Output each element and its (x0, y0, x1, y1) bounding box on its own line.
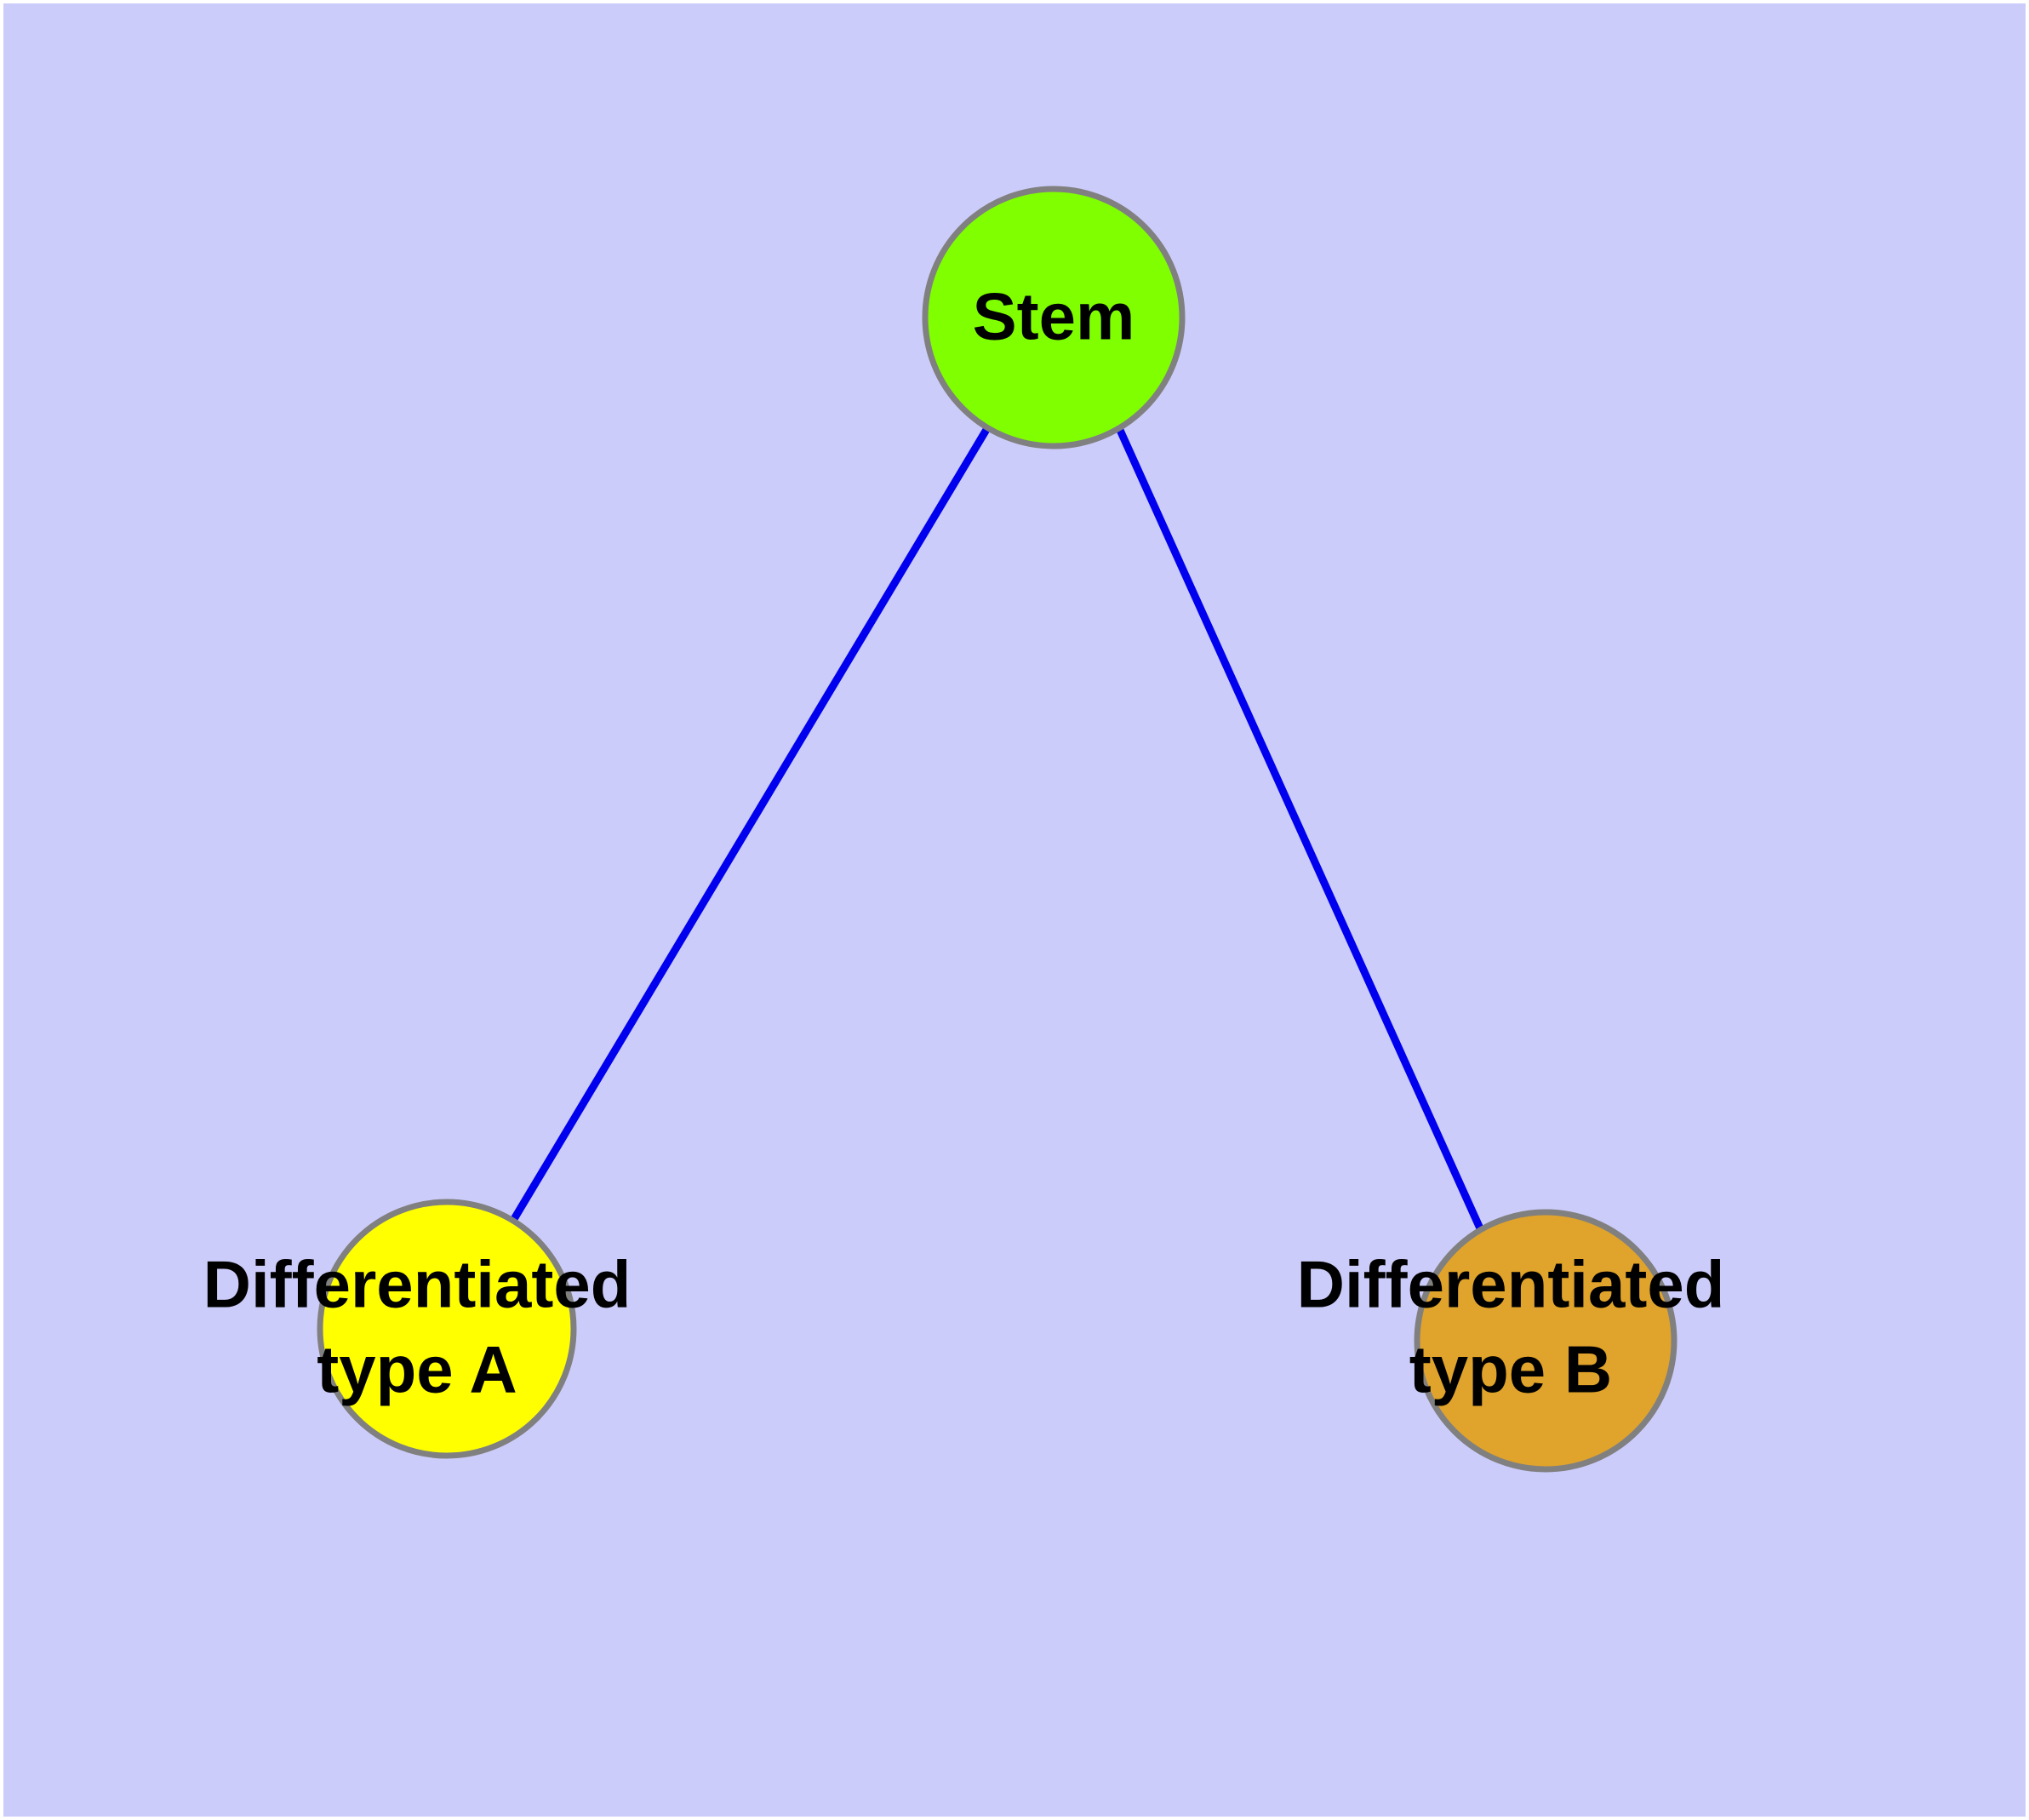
node-circle-stem[interactable] (922, 186, 1186, 449)
node-label-diff-b-line2: type B (1409, 1332, 1612, 1407)
node-diff-b[interactable] (1414, 1209, 1677, 1473)
node-circle-diff-a[interactable] (317, 1199, 577, 1459)
node-label-diff-b-line1: Differentiated (1297, 1247, 1725, 1322)
label-layer: Stem Differentiated type A Differentiate… (203, 279, 1725, 1407)
edge-stem-diff-a (511, 426, 991, 1222)
edge-layer (511, 426, 1484, 1230)
node-circle-diff-b[interactable] (1414, 1209, 1677, 1473)
node-label-diff-a-line1: Differentiated (203, 1247, 632, 1322)
edge-stem-diff-b (1115, 426, 1484, 1230)
node-stem[interactable] (922, 186, 1186, 449)
node-label-diff-a-line2: type A (317, 1332, 517, 1407)
node-diff-a[interactable] (317, 1199, 577, 1459)
node-label-stem: Stem (973, 279, 1135, 354)
